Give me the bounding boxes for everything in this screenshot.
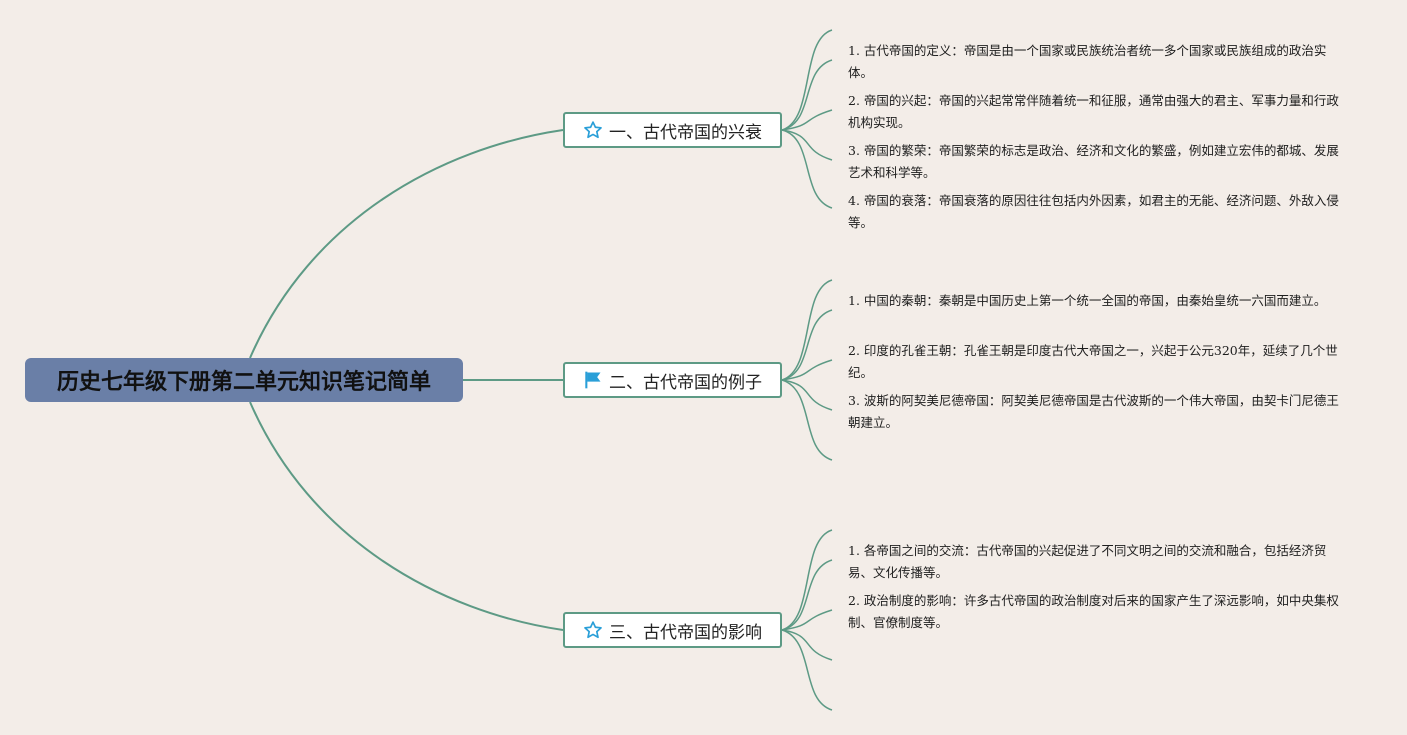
branch-1-fan-lines <box>781 29 833 209</box>
branch-2-item-3[interactable]: 3. 波斯的阿契美尼德帝国：阿契美尼德帝国是古代波斯的一个伟大帝国，由契卡门尼德… <box>848 393 1339 430</box>
branch-1-item-3[interactable]: 3. 帝国的繁荣：帝国繁荣的标志是政治、经济和文化的繁盛，例如建立宏伟的都城、发… <box>848 143 1339 180</box>
branch-1-item-1[interactable]: 1. 古代帝国的定义：帝国是由一个国家或民族统治者统一多个国家或民族组成的政治实… <box>848 43 1327 80</box>
branch-topic-3-label: 三、古代帝国的影响 <box>609 622 762 643</box>
root-to-branch-1-line <box>249 129 564 359</box>
branch-2-fan-lines <box>781 279 833 461</box>
branch-3-fan-lines <box>781 529 833 711</box>
branch-1-item-4[interactable]: 4. 帝国的衰落：帝国衰落的原因往往包括内外因素，如君主的无能、经济问题、外敌入… <box>848 193 1339 230</box>
branch-topic-2[interactable]: 二、古代帝国的例子 <box>563 362 782 398</box>
flag-icon <box>583 370 603 390</box>
star-outline-icon <box>583 620 603 640</box>
root-topic-title: 历史七年级下册第二单元知识笔记简单 <box>56 370 431 395</box>
branch-3-item-2[interactable]: 2. 政治制度的影响：许多古代帝国的政治制度对后来的国家产生了深远影响，如中央集… <box>848 593 1339 630</box>
branch-3-item-1[interactable]: 1. 各帝国之间的交流：古代帝国的兴起促进了不同文明之间的交流和融合，包括经济贸… <box>848 543 1327 580</box>
root-topic[interactable]: 历史七年级下册第二单元知识笔记简单 <box>25 358 463 402</box>
root-to-branch-3-line <box>249 401 564 631</box>
branch-1-item-2[interactable]: 2. 帝国的兴起：帝国的兴起常常伴随着统一和征服，通常由强大的君主、军事力量和行… <box>848 93 1339 130</box>
branch-2-item-2[interactable]: 2. 印度的孔雀王朝：孔雀王朝是印度古代大帝国之一，兴起于公元320年，延续了几… <box>848 343 1338 380</box>
branch-topic-1[interactable]: 一、古代帝国的兴衰 <box>563 112 782 148</box>
branch-2-item-1[interactable]: 1. 中国的秦朝：秦朝是中国历史上第一个统一全国的帝国，由秦始皇统一六国而建立。 <box>848 293 1327 308</box>
star-outline-icon <box>583 120 603 140</box>
branch-topic-2-label: 二、古代帝国的例子 <box>609 372 762 393</box>
branch-topic-3[interactable]: 三、古代帝国的影响 <box>563 612 782 648</box>
branch-topic-1-label: 一、古代帝国的兴衰 <box>609 122 762 143</box>
